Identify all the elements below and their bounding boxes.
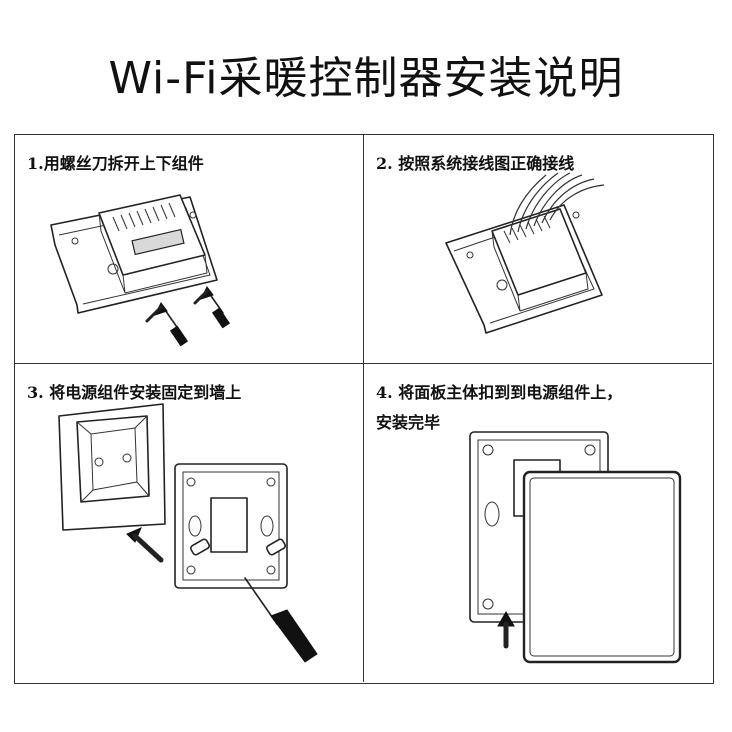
step-3-illustration [58,403,318,663]
step-4-label-line2: 安装完毕 [376,413,441,432]
step-3-label: 3. 将电源组件安装固定到墙上 [27,383,242,402]
instruction-grid: 1.用螺丝刀拆开上下组件 [14,134,714,684]
page-title: Wi-Fi采暖控制器安装说明 [108,53,624,104]
step-4-label: 4. 将面板主体扣到到电源组件上， [376,383,623,402]
step-1-illustration [50,194,231,347]
step-2-cell: 2. 按照系统接线图正确接线 [364,135,712,364]
step-4-illustration [469,431,682,664]
step-1-cell: 1.用螺丝刀拆开上下组件 [15,135,364,364]
step-2-illustration [445,172,605,334]
step-2-label: 2. 按照系统接线图正确接线 [376,154,575,173]
step-4-cell: 4. 将面板主体扣到到电源组件上， 安装完毕 [364,364,712,682]
step-3-cell: 3. 将电源组件安装固定到墙上 [15,364,364,682]
step-1-label: 1.用螺丝刀拆开上下组件 [27,154,204,173]
